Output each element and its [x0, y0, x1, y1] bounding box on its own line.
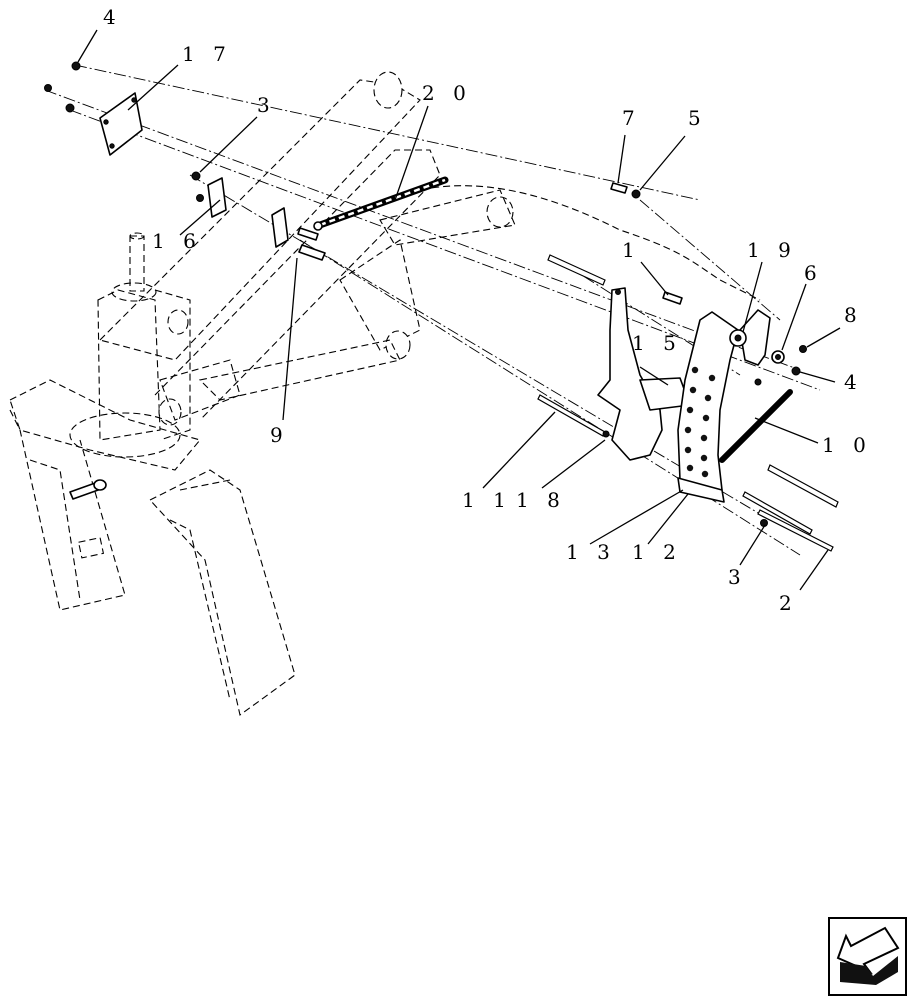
callout-4: 4 [103, 5, 122, 29]
callout-3b: 3 [728, 565, 747, 589]
callout-9: 9 [270, 423, 289, 447]
plate-17 [99, 92, 143, 156]
nut-icon [44, 84, 52, 92]
direction-arrow-icon[interactable] [828, 917, 907, 996]
callout-4b: 4 [844, 370, 863, 394]
callout-16: 1 6 [152, 229, 202, 253]
callout-7: 7 [622, 106, 641, 130]
plate-16-pair [271, 207, 289, 248]
plate-16 [207, 177, 227, 218]
callout-17: 1 7 [182, 42, 232, 66]
chain-20 [313, 176, 449, 231]
bracket-19 [739, 309, 771, 366]
hardware-parts [44, 61, 839, 552]
callout-2: 2 [779, 591, 798, 615]
curved-plate-12 [677, 311, 739, 496]
callout-15: 1 5 [632, 331, 682, 355]
nut-icon [65, 103, 75, 113]
callout-18: 1 8 [516, 488, 566, 512]
rod-2 [757, 509, 834, 552]
plate-edge-13 [677, 477, 725, 503]
callout-3: 3 [257, 93, 276, 117]
rod [547, 254, 606, 286]
leader-lines [77, 29, 841, 591]
link-path-ghost [399, 185, 761, 301]
nut-icon [71, 61, 81, 71]
arm-15 [597, 287, 663, 461]
callout-labels: 4 1 7 3 2 0 1 6 7 5 1 1 9 6 8 1 5 4 9 1 … [103, 5, 872, 615]
callout-12: 1 2 [632, 540, 682, 564]
pin-9 [298, 244, 326, 261]
callout-20: 2 0 [422, 81, 472, 105]
rod [742, 491, 813, 535]
spring-rod-10 [719, 389, 793, 463]
rod [767, 464, 839, 508]
callout-13: 1 3 [566, 540, 616, 564]
callout-6: 6 [804, 261, 823, 285]
callout-1: 1 [622, 238, 641, 262]
rod-11 [537, 394, 606, 437]
callout-5: 5 [688, 106, 707, 130]
callout-11: 1 1 [462, 488, 512, 512]
callout-8: 8 [844, 303, 863, 327]
callout-10: 1 0 [822, 433, 872, 457]
callout-19: 1 9 [747, 238, 797, 262]
frame-assembly-ghost [9, 71, 516, 716]
